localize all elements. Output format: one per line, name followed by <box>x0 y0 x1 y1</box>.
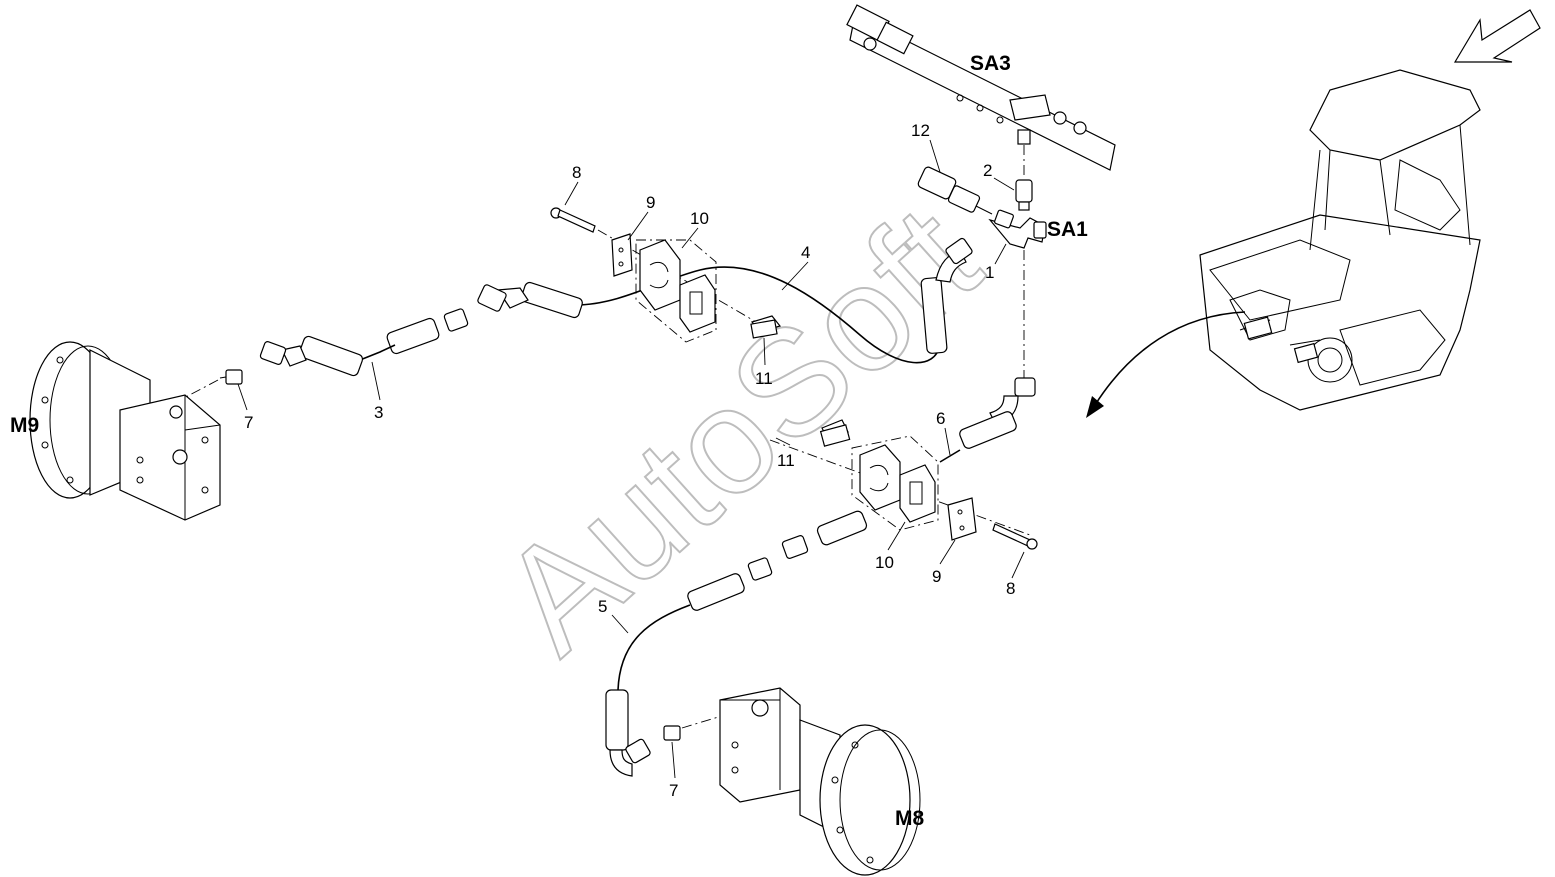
clamp-cover-11-top <box>750 315 782 339</box>
callout-10-top: 10 <box>690 209 709 228</box>
callout-6: 6 <box>936 409 945 428</box>
callout-7-left: 7 <box>244 413 253 432</box>
label-sa1: SA1 <box>1047 218 1088 241</box>
paver-machine-illustration <box>1199 69 1481 411</box>
plate-9-top <box>611 233 633 277</box>
clamp-10-top <box>635 239 717 343</box>
connector-7-left <box>219 369 243 385</box>
connector-7-bottom <box>663 725 681 741</box>
leader-lines <box>237 139 1025 779</box>
label-m9: M9 <box>10 414 39 437</box>
callout-7-bottom: 7 <box>669 781 678 800</box>
location-pointer-arrow-icon <box>1086 311 1246 418</box>
label-m8: M8 <box>895 807 924 830</box>
label-sa3: SA3 <box>970 52 1011 75</box>
watermark: AutoSoft <box>469 174 1009 684</box>
callout-2: 2 <box>983 161 992 180</box>
bolt-8-bottom <box>992 523 1038 550</box>
callout-12: 12 <box>911 121 930 140</box>
view-direction-arrow-icon <box>1453 9 1541 63</box>
sa1-tee-fitting <box>988 179 1047 249</box>
callout-9-bottom: 9 <box>932 567 941 586</box>
centerline <box>769 439 1031 536</box>
callout-8-bottom: 8 <box>1006 579 1015 598</box>
callout-5: 5 <box>598 597 607 616</box>
hose-6 <box>939 377 1036 463</box>
callout-1: 1 <box>985 263 994 282</box>
sa3-distribution-rail <box>846 4 1116 171</box>
m9-motor <box>29 341 221 521</box>
hose-4-left-fittings <box>477 281 583 319</box>
plate-9-bottom <box>947 497 977 541</box>
clamp-cover-11-bottom <box>819 419 851 447</box>
callout-10-bottom: 10 <box>875 553 894 572</box>
m8-motor <box>719 687 921 876</box>
callout-3: 3 <box>374 403 383 422</box>
sensor-fitting-12 <box>917 166 993 215</box>
callout-11-top: 11 <box>755 369 773 388</box>
callout-4: 4 <box>801 243 810 262</box>
centerline <box>597 229 771 331</box>
clamp-10-bottom <box>851 435 939 531</box>
callout-9-top: 9 <box>646 193 655 212</box>
bolt-8-top <box>550 207 596 233</box>
hose-5 <box>605 510 868 777</box>
callout-8-top: 8 <box>572 163 581 182</box>
callout-11-bottom: 11 <box>777 451 795 470</box>
hose-3 <box>259 308 469 377</box>
